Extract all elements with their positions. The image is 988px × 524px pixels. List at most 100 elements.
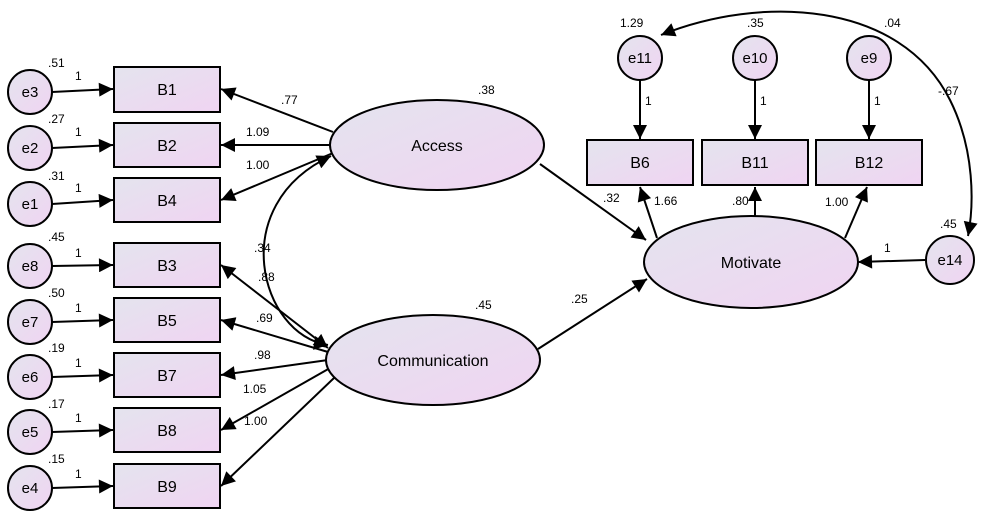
path-e5-b8 — [51, 423, 114, 438]
path-e7-b5 — [51, 313, 114, 328]
indicator-b11: B11 — [701, 139, 809, 186]
error-e11-label: e11 — [628, 50, 652, 67]
loading-access-b4: 1.00 — [246, 158, 270, 172]
indicator-b5-label: B5 — [157, 313, 177, 330]
weight-e6: 1 — [75, 356, 82, 370]
weight-e10: 1 — [760, 94, 767, 108]
indicator-b12-label: B12 — [855, 155, 884, 172]
coef-comm-motivate: .25 — [571, 292, 588, 306]
error-e3-label: e3 — [22, 84, 39, 101]
indicator-b4-label: B4 — [157, 193, 177, 210]
latent-motivate: Motivate — [643, 215, 859, 309]
indicator-b3: B3 — [113, 242, 221, 288]
loading-motivate-b11: .80 — [732, 194, 749, 208]
path-comm-b3 — [220, 264, 329, 349]
loading-comm-b5: .69 — [256, 311, 273, 325]
error-e9: e9 — [846, 35, 892, 81]
variance-e7: .50 — [48, 286, 65, 300]
path-comm-b8 — [220, 367, 331, 431]
estimate-labels: .51 .27 .31 .45 .50 .19 .17 .15 1.29 .35… — [48, 16, 959, 481]
path-e8-b3 — [51, 258, 114, 273]
loading-motivate-b12: 1.00 — [825, 195, 849, 209]
variance-e9: .04 — [884, 16, 901, 30]
error-e4-label: e4 — [22, 480, 39, 497]
path-motivate-b6 — [637, 186, 658, 239]
weight-e4: 1 — [75, 467, 82, 481]
indicator-b1-label: B1 — [157, 82, 177, 99]
latent-access: Access — [329, 99, 545, 191]
weight-e7: 1 — [75, 301, 82, 315]
path-comm-b7 — [220, 359, 329, 380]
error-e4: e4 — [7, 465, 53, 511]
error-e11: e11 — [617, 35, 663, 81]
indicator-b4: B4 — [113, 177, 221, 223]
path-e6-b7 — [51, 368, 114, 383]
error-e2: e2 — [7, 125, 53, 171]
indicator-b1: B1 — [113, 66, 221, 113]
error-e6: e6 — [7, 354, 53, 400]
coef-access-motivate: .32 — [603, 191, 620, 205]
path-access-b1 — [220, 87, 334, 133]
variance-e1: .31 — [48, 169, 65, 183]
path-comm-b9 — [220, 377, 335, 487]
error-e9-label: e9 — [861, 50, 878, 67]
indicator-b8-label: B8 — [157, 423, 177, 440]
latent-ellipses: Access Communication Motivate — [325, 99, 859, 406]
variance-access: .38 — [478, 83, 495, 97]
indicator-b7-label: B7 — [157, 368, 177, 385]
path-e1-b4 — [51, 193, 114, 208]
path-e3-b1 — [51, 82, 114, 97]
loading-comm-b3: .88 — [258, 270, 275, 284]
weight-e8: 1 — [75, 246, 82, 260]
weight-e5: 1 — [75, 411, 82, 425]
error-e1-label: e1 — [22, 196, 39, 213]
error-e8: e8 — [7, 243, 53, 289]
indicator-b2: B2 — [113, 122, 221, 168]
loading-access-b2: 1.09 — [246, 125, 270, 139]
weight-e14: 1 — [884, 241, 891, 255]
variance-e8: .45 — [48, 230, 65, 244]
weight-e1: 1 — [75, 181, 82, 195]
variance-e10: .35 — [747, 16, 764, 30]
loading-motivate-b6: 1.66 — [654, 194, 678, 208]
latent-motivate-label: Motivate — [721, 255, 782, 272]
error-e3: e3 — [7, 69, 53, 115]
path-layer — [51, 10, 978, 494]
variance-e4: .15 — [48, 452, 65, 466]
weight-e2: 1 — [75, 125, 82, 139]
cov-e11-e14 — [660, 10, 978, 237]
variance-e14: .45 — [940, 217, 957, 231]
path-comm-b5 — [220, 317, 329, 353]
path-e2-b2 — [51, 138, 114, 153]
variance-e2: .27 — [48, 112, 65, 126]
indicator-b11-label: B11 — [741, 155, 768, 172]
error-e1: e1 — [7, 181, 53, 227]
cov-access-comm — [262, 155, 332, 350]
loading-comm-b7: .98 — [254, 348, 271, 362]
indicator-b6: B6 — [586, 139, 694, 186]
indicator-b8: B8 — [113, 407, 221, 453]
error-e10-label: e10 — [742, 50, 767, 67]
error-e7-label: e7 — [22, 314, 39, 331]
latent-communication-label: Communication — [377, 353, 488, 370]
error-e14: e14 — [925, 235, 975, 285]
path-e4-b9 — [51, 479, 114, 494]
indicator-b2-label: B2 — [157, 138, 177, 155]
error-e6-label: e6 — [22, 369, 39, 386]
error-e10: e10 — [732, 35, 778, 81]
variance-e11: 1.29 — [620, 16, 644, 30]
cov-e11-e14-label: -.67 — [938, 84, 959, 98]
indicator-b7: B7 — [113, 352, 221, 398]
indicator-b6-label: B6 — [630, 155, 650, 172]
weight-e3: 1 — [75, 69, 82, 83]
latent-access-label: Access — [411, 138, 463, 155]
variance-e5: .17 — [48, 397, 65, 411]
indicator-b9: B9 — [113, 463, 221, 509]
weight-e9: 1 — [874, 94, 881, 108]
error-e8-label: e8 — [22, 258, 39, 275]
error-e14-label: e14 — [937, 252, 962, 269]
indicator-boxes: B1 B2 B4 B3 B5 B7 B8 B9 — [113, 66, 923, 509]
indicator-b12: B12 — [815, 139, 923, 186]
